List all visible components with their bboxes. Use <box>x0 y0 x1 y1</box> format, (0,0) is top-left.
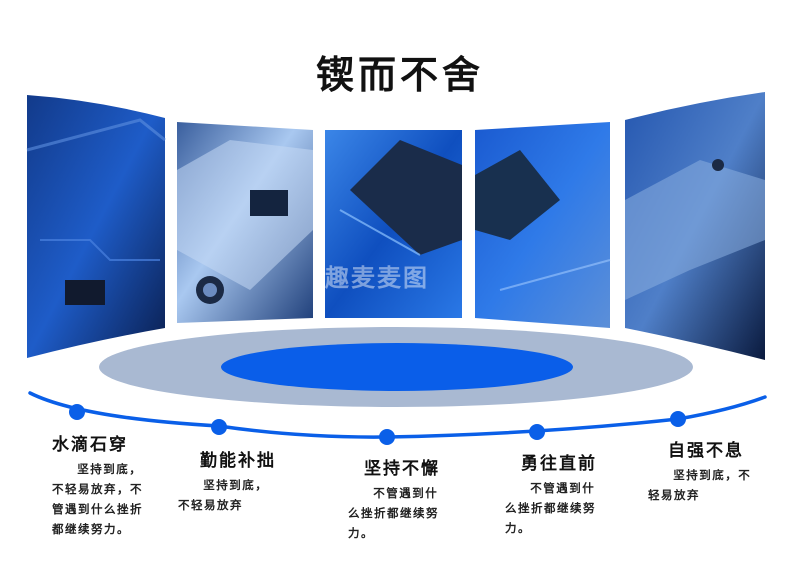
step-5: 自强不息 坚持到底，不轻易放弃 <box>648 436 752 505</box>
step-2: 勤能补拙 坚持到底，不轻易放弃 <box>178 446 278 515</box>
timeline-dot-5 <box>670 411 686 427</box>
step-1: 水滴石穿 坚持到底，不轻易放弃，不管遇到什么挫折都继续努力。 <box>52 430 144 539</box>
step-3: 坚持不懈 不管遇到什么挫折都继续努力。 <box>348 454 448 543</box>
watermark-text: 趣麦麦图 <box>325 264 429 292</box>
timeline-dot-4 <box>529 424 545 440</box>
step-desc: 不管遇到什么挫折都继续努力。 <box>348 486 439 540</box>
circuit-panel-5 <box>625 92 765 360</box>
timeline-dot-3 <box>379 429 395 445</box>
step-4: 勇往直前 不管遇到什么挫折都继续努力。 <box>505 449 605 538</box>
step-desc: 坚持到底，不轻易放弃 <box>178 478 269 512</box>
circuit-panel-3 <box>325 130 462 318</box>
page-title: 锲而不舍 <box>315 53 484 97</box>
step-title: 水滴石穿 <box>52 435 128 455</box>
circuit-panel-1 <box>26 95 166 358</box>
circuit-panel-2 <box>177 122 313 323</box>
platform-inner <box>221 343 573 391</box>
step-title: 自强不息 <box>668 441 744 461</box>
timeline-dot-2 <box>211 419 227 435</box>
step-desc: 坚持到底，不轻易放弃，不管遇到什么挫折都继续努力。 <box>52 462 143 536</box>
step-desc: 不管遇到什么挫折都继续努力。 <box>505 481 596 535</box>
step-desc: 坚持到底，不轻易放弃 <box>648 468 752 502</box>
circuit-panel-4 <box>475 122 611 328</box>
step-title: 勤能补拙 <box>200 451 276 471</box>
step-title: 坚持不懈 <box>364 459 440 479</box>
step-title: 勇往直前 <box>521 454 597 474</box>
timeline-dot-1 <box>69 404 85 420</box>
